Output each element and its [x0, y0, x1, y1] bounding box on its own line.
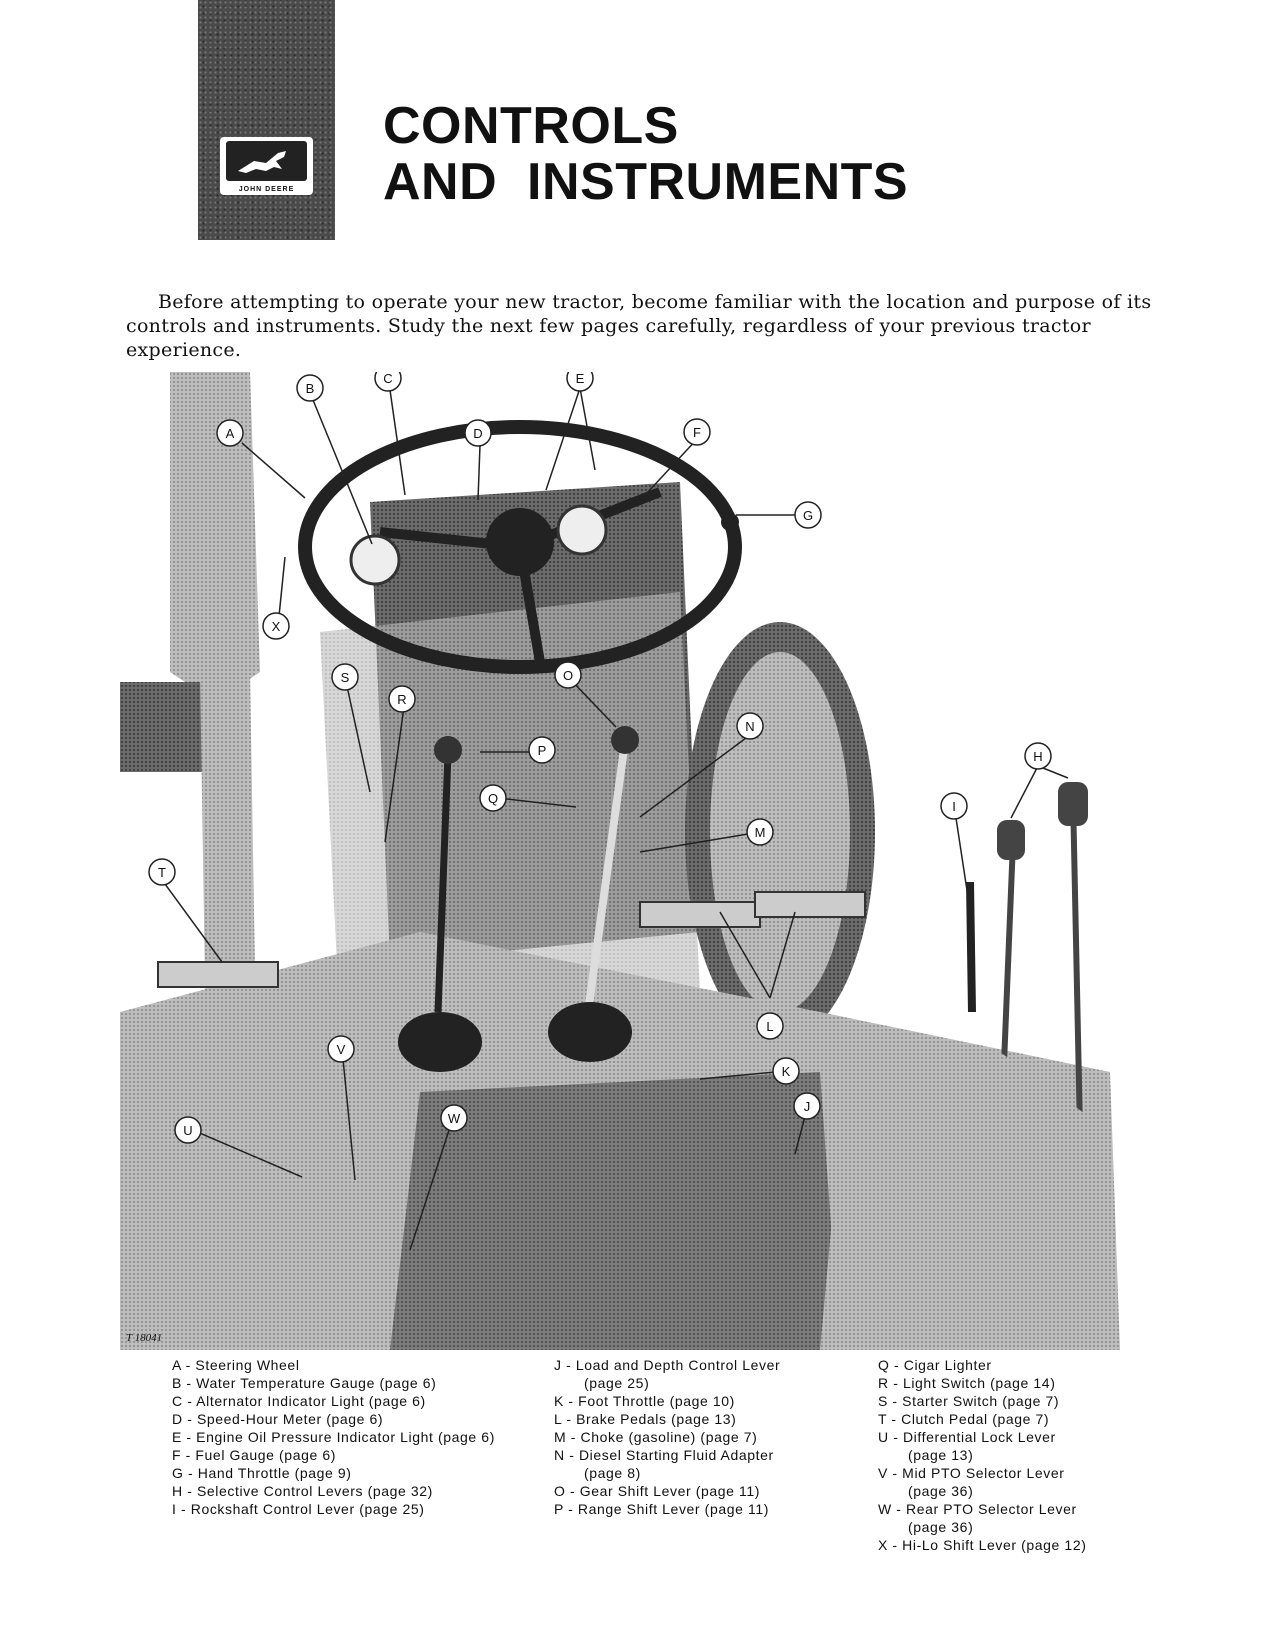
legend-item-continuation: (page 8) — [584, 1465, 641, 1481]
figure-number: T 18041 — [126, 1332, 163, 1344]
svg-text:C: C — [383, 372, 392, 386]
title-line-2: AND INSTRUMENTS — [383, 153, 909, 211]
logo-text: JOHN DEERE — [238, 186, 295, 193]
svg-text:K: K — [782, 1064, 791, 1079]
svg-text:W: W — [448, 1111, 461, 1126]
legend-item: B - Water Temperature Gauge (page 6) — [172, 1375, 437, 1391]
logo-badge: JOHN DEERE — [220, 137, 313, 195]
svg-text:F: F — [693, 425, 701, 440]
callout-d: D — [464, 419, 492, 447]
legend-column-3: Q - Cigar Lighter R - Light Switch (page… — [878, 1356, 1086, 1554]
legend-item-continuation: (page 36) — [908, 1483, 974, 1499]
callout-k: K — [772, 1057, 800, 1085]
callout-v: V — [327, 1035, 355, 1063]
svg-text:H: H — [1033, 749, 1042, 764]
svg-text:D: D — [473, 426, 482, 441]
tractor-controls-photo: A B C D E F G H I J K L M N O P Q R S T … — [120, 372, 1172, 1350]
legend-item: J - Load and Depth Control Lever — [554, 1357, 781, 1373]
legend-item: O - Gear Shift Lever (page 11) — [554, 1483, 761, 1499]
callout-g: G — [794, 501, 822, 529]
callout-o: O — [554, 661, 582, 689]
callout-c: C — [374, 372, 402, 392]
callout-a: A — [216, 419, 244, 447]
callout-s: S — [331, 663, 359, 691]
legend-item: Q - Cigar Lighter — [878, 1357, 992, 1373]
callout-q: Q — [479, 784, 507, 812]
intro-paragraph: Before attempting to operate your new tr… — [126, 291, 1152, 361]
callout-l: L — [756, 1012, 784, 1040]
svg-text:S: S — [341, 670, 350, 685]
title-line-1: CONTROLS — [383, 97, 679, 155]
john-deere-logo: JOHN DEERE — [198, 0, 335, 240]
svg-text:R: R — [397, 692, 406, 707]
svg-text:L: L — [766, 1019, 773, 1034]
callout-t: T — [148, 858, 176, 886]
legend-column-2: J - Load and Depth Control Lever (page 2… — [554, 1356, 780, 1518]
svg-text:G: G — [803, 508, 813, 523]
callout-w: W — [440, 1104, 468, 1132]
svg-text:X: X — [272, 619, 281, 634]
svg-text:I: I — [952, 799, 956, 814]
legend-item: U - Differential Lock Lever — [878, 1429, 1056, 1445]
legend-item: M - Choke (gasoline) (page 7) — [554, 1429, 758, 1445]
svg-text:A: A — [226, 426, 235, 441]
legend-item: P - Range Shift Lever (page 11) — [554, 1501, 769, 1517]
callout-r: R — [388, 685, 416, 713]
callout-x: X — [262, 612, 290, 640]
callout-b: B — [296, 374, 324, 402]
callout-m: M — [746, 818, 774, 846]
legend-item: L - Brake Pedals (page 13) — [554, 1411, 737, 1427]
legend-item: I - Rockshaft Control Lever (page 25) — [172, 1501, 425, 1517]
legend-item: K - Foot Throttle (page 10) — [554, 1393, 735, 1409]
legend-item: R - Light Switch (page 14) — [878, 1375, 1056, 1391]
svg-text:T: T — [158, 865, 166, 880]
svg-text:M: M — [755, 825, 766, 840]
callout-e: E — [566, 372, 594, 392]
callout-u: U — [174, 1116, 202, 1144]
callout-n: N — [736, 712, 764, 740]
svg-text:V: V — [337, 1042, 346, 1057]
legend-item: F - Fuel Gauge (page 6) — [172, 1447, 336, 1463]
svg-text:N: N — [745, 719, 754, 734]
legend-item: W - Rear PTO Selector Lever — [878, 1501, 1077, 1517]
callout-p: P — [528, 736, 556, 764]
svg-text:B: B — [306, 381, 315, 396]
legend-item: V - Mid PTO Selector Lever — [878, 1465, 1065, 1481]
svg-text:O: O — [563, 668, 573, 683]
legend-column-1: A - Steering Wheel B - Water Temperature… — [172, 1356, 495, 1518]
callout-j: J — [793, 1092, 821, 1120]
legend-item: E - Engine Oil Pressure Indicator Light … — [172, 1429, 495, 1445]
legend-item: N - Diesel Starting Fluid Adapter — [554, 1447, 774, 1463]
svg-text:P: P — [538, 743, 547, 758]
legend-item: H - Selective Control Levers (page 32) — [172, 1483, 433, 1499]
legend-item: C - Alternator Indicator Light (page 6) — [172, 1393, 426, 1409]
legend-item: A - Steering Wheel — [172, 1357, 300, 1373]
legend-item-continuation: (page 36) — [908, 1519, 974, 1535]
legend-item-continuation: (page 13) — [908, 1447, 974, 1463]
deer-emblem-icon — [226, 141, 307, 181]
legend-item: D - Speed-Hour Meter (page 6) — [172, 1411, 384, 1427]
legend-item: S - Starter Switch (page 7) — [878, 1393, 1060, 1409]
svg-text:J: J — [804, 1099, 811, 1114]
legend-item: G - Hand Throttle (page 9) — [172, 1465, 352, 1481]
callout-f: F — [683, 418, 711, 446]
svg-text:Q: Q — [488, 791, 498, 806]
callout-h: H — [1024, 742, 1052, 770]
callout-i: I — [940, 792, 968, 820]
legend-item-continuation: (page 25) — [584, 1375, 650, 1391]
legend-item: T - Clutch Pedal (page 7) — [878, 1411, 1050, 1427]
page-title: CONTROLS AND INSTRUMENTS — [383, 98, 908, 210]
svg-text:E: E — [576, 372, 585, 386]
legend-item: X - Hi-Lo Shift Lever (page 12) — [878, 1537, 1087, 1553]
svg-text:U: U — [183, 1123, 192, 1138]
